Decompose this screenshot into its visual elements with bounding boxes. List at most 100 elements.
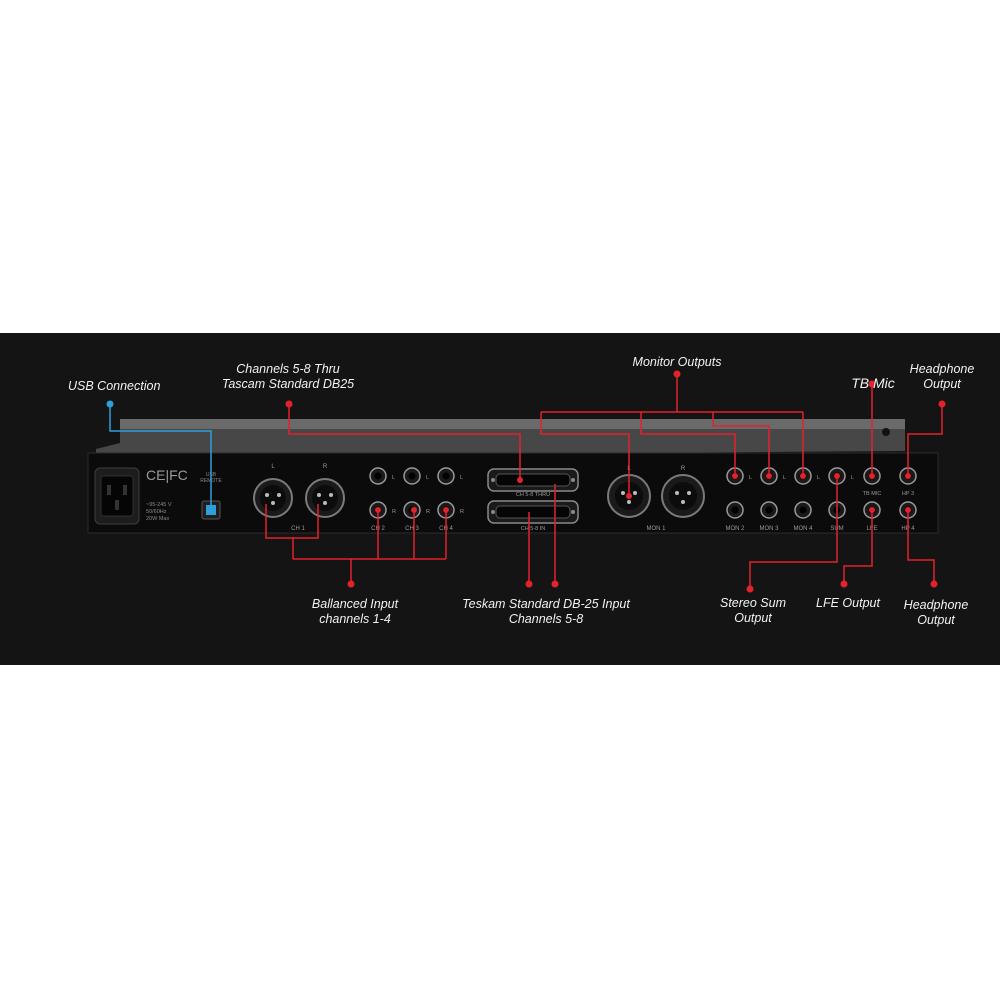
jack-hole bbox=[374, 472, 382, 480]
jack-mon3-r[interactable] bbox=[760, 501, 778, 519]
xlr-face bbox=[260, 485, 286, 511]
balanced-leader-ch1b bbox=[293, 504, 319, 539]
power-spec-3: 20W Max bbox=[146, 516, 169, 522]
callout-stereo-sum-line2: Output bbox=[734, 611, 772, 625]
callout-stereo-sum: Stereo Sum Output bbox=[708, 596, 798, 626]
mon3-end-dot bbox=[766, 473, 772, 479]
rack-ear-hole bbox=[882, 428, 890, 436]
jack-ch4-l[interactable] bbox=[437, 467, 455, 485]
jack-l-tag: L bbox=[783, 475, 786, 481]
power-pin bbox=[123, 485, 127, 495]
jack-r-tag: R bbox=[392, 509, 396, 515]
callout-balanced-input-line2: channels 1-4 bbox=[319, 612, 391, 626]
callout-balanced-input: Ballanced Input channels 1-4 bbox=[290, 597, 420, 627]
xlr-pin bbox=[681, 500, 685, 504]
tb-mic-label: TB MIC bbox=[863, 491, 882, 497]
mon1-xlr-right-tag: R bbox=[681, 466, 686, 472]
ce-fcc-mark: CE|FC bbox=[146, 467, 188, 483]
xlr-pin bbox=[687, 491, 691, 495]
tb-end-dot bbox=[869, 473, 875, 479]
xlr-pin bbox=[277, 493, 281, 497]
db25-thru-connector[interactable] bbox=[487, 468, 579, 492]
xlr-input-left[interactable] bbox=[253, 478, 293, 518]
thru-dot bbox=[285, 400, 293, 408]
power-pin bbox=[107, 485, 111, 495]
callout-balanced-input-line1: Ballanced Input bbox=[311, 597, 399, 611]
lfe-leader bbox=[843, 510, 873, 584]
ch3-label: CH 3 bbox=[405, 526, 419, 532]
jack-l-tag: L bbox=[460, 475, 463, 481]
xlr-pin bbox=[675, 491, 679, 495]
jack-hole bbox=[765, 506, 773, 514]
db25-screw bbox=[571, 510, 575, 514]
monitor-dot bbox=[673, 370, 681, 378]
db25-face bbox=[495, 473, 571, 487]
callout-headphone-top-line2: Output bbox=[923, 377, 961, 391]
hp3-label: HP 3 bbox=[902, 491, 914, 497]
callout-headphone-bottom: Headphone Output bbox=[894, 598, 978, 628]
usb-leader bbox=[109, 404, 212, 510]
hp4-end-dot bbox=[905, 507, 911, 513]
sum-leader bbox=[749, 476, 838, 589]
monitor-leader-mon2 bbox=[640, 412, 736, 476]
hp3-end-dot bbox=[905, 473, 911, 479]
mon1-xlr-left[interactable] bbox=[607, 474, 651, 518]
callout-db25-input-line1: Teskam Standard DB-25 Input bbox=[462, 597, 630, 611]
db25-screw bbox=[491, 510, 495, 514]
red-leader-dots bbox=[285, 370, 946, 593]
xlr-label-right: R bbox=[323, 464, 328, 470]
db25-in-dot-a bbox=[525, 580, 533, 588]
power-pin bbox=[115, 500, 119, 510]
usb-leader-line bbox=[109, 404, 212, 510]
db25-face bbox=[495, 505, 571, 519]
db25-in-connector[interactable] bbox=[487, 500, 579, 524]
jack-ch3-l[interactable] bbox=[403, 467, 421, 485]
mon2-end-dot bbox=[732, 473, 738, 479]
callout-channels-thru: Channels 5-8 Thru Tascam Standard DB25 bbox=[208, 362, 368, 392]
tb-dot bbox=[868, 380, 876, 388]
xlr-pin bbox=[329, 493, 333, 497]
mon3-label: MON 3 bbox=[759, 526, 779, 532]
jack-mon4-r[interactable] bbox=[794, 501, 812, 519]
jack-mon2-r[interactable] bbox=[726, 501, 744, 519]
thru-leader bbox=[288, 404, 521, 480]
jack-ch2-l[interactable] bbox=[369, 467, 387, 485]
monitor-leader-mon3 bbox=[712, 412, 770, 476]
xlr-input-right[interactable] bbox=[305, 478, 345, 518]
jack-l-tag: L bbox=[851, 475, 854, 481]
callout-monitor-outputs: Monitor Outputs bbox=[632, 355, 722, 369]
db25-in-dot-b bbox=[551, 580, 559, 588]
callout-lfe-output: LFE Output bbox=[816, 596, 880, 610]
lfe-end-dot bbox=[869, 507, 875, 513]
xlr-pin bbox=[633, 491, 637, 495]
sum-end-dot bbox=[834, 473, 840, 479]
red-leaders bbox=[265, 374, 943, 589]
callout-usb-connection: USB Connection bbox=[68, 379, 161, 393]
jack-r-tag: R bbox=[426, 509, 430, 515]
diagram-stage: CE|FC ~95-245 V 50/60Hz 20W Max USB REMO… bbox=[0, 333, 1000, 665]
callout-headphone-bottom-line2: Output bbox=[917, 613, 955, 627]
balanced-leader-ch1 bbox=[265, 504, 294, 559]
thru-end-dot bbox=[517, 477, 523, 483]
monitor-leader-mon1 bbox=[540, 412, 630, 496]
rack-top-plate-shade bbox=[120, 419, 905, 429]
mon1-xlr-right[interactable] bbox=[661, 474, 705, 518]
callout-channels-thru-line2: Tascam Standard DB25 bbox=[221, 377, 355, 391]
sum-dot bbox=[746, 585, 754, 593]
ch4-end-dot bbox=[443, 507, 449, 513]
mon2-label: MON 2 bbox=[725, 526, 745, 532]
hp-top-leader bbox=[907, 404, 943, 476]
xlr-pin bbox=[323, 501, 327, 505]
db25-thru-label: CH 5-8 THRU bbox=[516, 492, 550, 498]
callout-tb-mic: TB Mic bbox=[851, 375, 895, 391]
power-inlet[interactable] bbox=[94, 467, 140, 525]
jack-hole bbox=[442, 472, 450, 480]
mon4-label: MON 4 bbox=[793, 526, 813, 532]
hp-bottom-dot bbox=[930, 580, 938, 588]
ch3-end-dot bbox=[411, 507, 417, 513]
callout-headphone-bottom-line1: Headphone bbox=[903, 598, 969, 612]
jack-l-tag: L bbox=[426, 475, 429, 481]
power-spec-1: ~95-245 V bbox=[146, 502, 172, 508]
usb-leader-dot bbox=[106, 400, 114, 408]
xlr-face bbox=[669, 482, 697, 510]
